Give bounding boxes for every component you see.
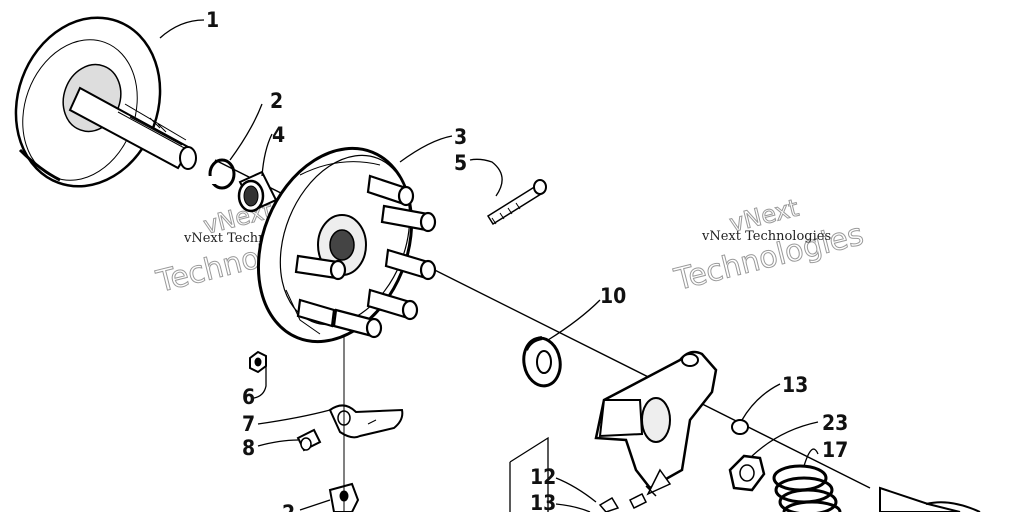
part-cam-block <box>594 350 718 497</box>
part-1-sheave <box>14 16 197 188</box>
part-13-button <box>731 419 749 435</box>
part-8-roller <box>296 428 322 452</box>
callout-13: 13 <box>782 373 808 397</box>
part-4-bushing <box>237 170 278 213</box>
callout-8: 8 <box>242 436 255 460</box>
part-5-bolt <box>486 179 547 226</box>
part-17-spring <box>772 464 842 512</box>
callout-2: 2 <box>270 89 283 113</box>
watermark-right: vNext Technologies vNext Technologies <box>670 193 867 298</box>
callout-2-lower: 2 <box>282 501 295 512</box>
callout-23: 23 <box>822 411 848 435</box>
callout-3: 3 <box>454 125 467 149</box>
callout-4: 4 <box>272 123 285 147</box>
callout-5: 5 <box>454 151 467 175</box>
callout-17: 17 <box>822 438 848 462</box>
callout-10: 10 <box>600 284 626 308</box>
callout-1: 1 <box>206 8 219 32</box>
watermark-caption: vNext Technologies <box>701 229 831 244</box>
part-lower-right-cover <box>879 486 981 512</box>
part-3-spider-assembly <box>256 146 437 344</box>
part-23-nut <box>728 454 766 492</box>
callout-6: 6 <box>242 385 255 409</box>
part-12-screw <box>598 492 648 512</box>
part-7-cam-arm <box>328 404 404 439</box>
callout-12: 12 <box>530 465 556 489</box>
subassembly-bracket <box>509 436 549 512</box>
callout-labels: 1 2 4 3 5 10 6 7 8 13 23 17 12 13 2 <box>206 8 848 512</box>
callout-13-lower: 13 <box>530 491 556 512</box>
part-10-washer <box>522 336 562 388</box>
callout-7: 7 <box>242 412 255 436</box>
part-6-nut <box>249 350 267 374</box>
leader-lines <box>159 19 819 512</box>
part-2-snap-ring <box>206 158 236 190</box>
